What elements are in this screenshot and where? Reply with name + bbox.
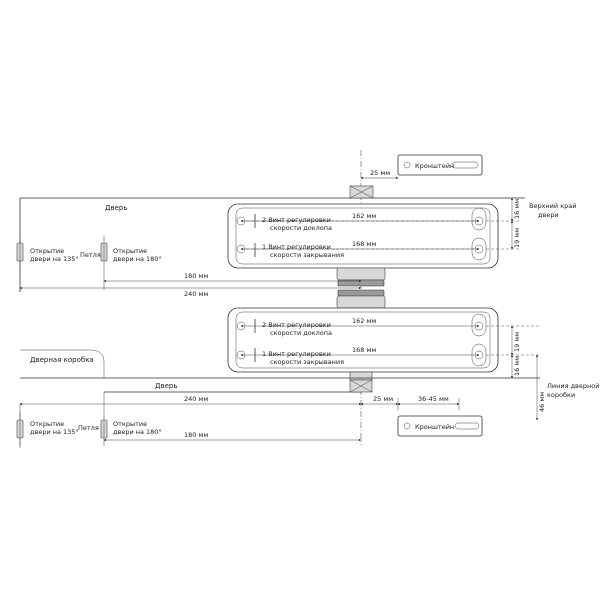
top-dim-162: 162 мм (352, 212, 376, 220)
bottom-open180-label-2: двери на 180° (113, 428, 162, 436)
bottom-dim-180: 180 мм (184, 431, 208, 439)
top-open180-label: Открытие (113, 247, 147, 255)
bottom-dim-240: 240 мм (184, 395, 208, 403)
bottom-dim-36-45: 36-45 мм (418, 395, 449, 403)
bottom-hinge-label: Петля (78, 424, 99, 432)
bottom-hinge-180 (100, 392, 108, 446)
bottom-door-frame-shape (20, 349, 105, 378)
bottom-screw2-label: 2 Винт регулировки (262, 321, 331, 329)
top-door-label: Дверь (105, 204, 127, 212)
bottom-screw1-label-2: скорости закрывания (270, 358, 344, 366)
bottom-frame-label: Дверная коробка (30, 356, 94, 364)
top-screw2-label: 2 Винт регулировки (262, 216, 331, 224)
top-dim-25: 25 мм (370, 169, 390, 177)
top-installation-view: Дверь Верхний край двери 25 мм Кронштейн (16, 150, 576, 300)
top-dim-240: 240 мм (184, 290, 208, 298)
bottom-bracket-label: Кронштейн (415, 423, 454, 431)
bottom-door-label: Дверь (155, 382, 177, 390)
bottom-hinge-135 (16, 412, 24, 446)
top-open180-label-2: двери на 180° (113, 255, 162, 263)
bottom-open180-label: Открытие (113, 420, 147, 428)
top-open135-label-2: двери на 135° (30, 255, 79, 263)
top-screw1-label-2: скорости закрывания (270, 251, 344, 259)
top-dim-168: 168 мм (352, 240, 376, 248)
bottom-frame-line-label: Линия дверной (547, 382, 599, 390)
bottom-installation-view: 162 мм 168 мм 2 Винт регулировки скорост… (16, 289, 599, 448)
bottom-dim-46: 46 мм (538, 392, 546, 412)
top-screw2-label-2: скорости доклопа (270, 224, 332, 232)
bottom-dim-16: 16 мм (513, 356, 521, 376)
top-dim-180: 180 мм (184, 272, 208, 280)
bottom-bracket-part: Кронштейн (397, 415, 483, 437)
top-dim-19: 19 мм (513, 228, 521, 248)
bottom-open135-label-2: двери на 135° (30, 428, 79, 436)
top-hinge-180 (100, 236, 108, 268)
top-screw1-label: 1 Винт регулировки (262, 243, 331, 251)
bottom-open135-label: Открытие (30, 420, 64, 428)
top-hinge-135 (16, 236, 24, 268)
bottom-dim-162: 162 мм (352, 317, 376, 325)
top-edge-label-2: двери (538, 211, 559, 219)
top-dim-16: 16 мм (513, 199, 521, 219)
bottom-screw2-label-2: скорости доклопа (270, 329, 332, 337)
top-edge-label: Верхний край (529, 202, 576, 210)
bottom-dim-19: 19 мм (513, 332, 521, 352)
top-bracket-part: Кронштейн (397, 154, 483, 176)
bottom-dim-25: 25 мм (373, 395, 393, 403)
top-bracket-label: Кронштейн (415, 162, 454, 170)
top-hinge-label: Петля (80, 251, 101, 259)
bottom-frame-line-label-2: коробки (547, 391, 575, 399)
bottom-dim-168: 168 мм (352, 346, 376, 354)
top-open135-label: Открытие (30, 247, 64, 255)
bottom-screw1-label: 1 Винт регулировки (262, 350, 331, 358)
